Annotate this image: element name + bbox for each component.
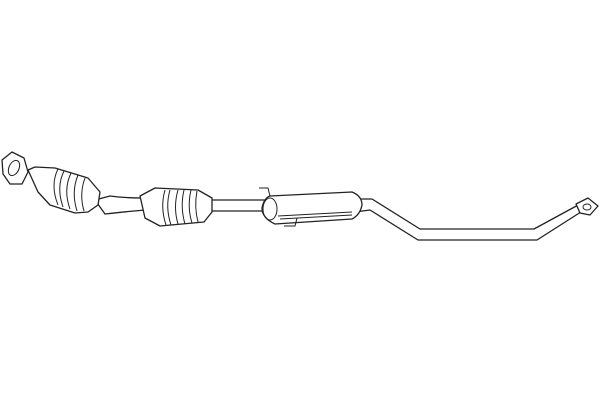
connecting-pipe — [94, 195, 146, 215]
front-flange — [1, 151, 29, 185]
muffler — [261, 191, 363, 225]
mid-pipe — [204, 199, 271, 212]
catalytic-converter-1 — [27, 166, 101, 214]
hanger-bracket-top — [259, 187, 271, 197]
rear-tailpipe — [354, 198, 585, 241]
hanger-bracket-bottom — [284, 217, 298, 227]
catalytic-converter-2 — [139, 187, 213, 227]
rear-flange — [575, 197, 599, 216]
